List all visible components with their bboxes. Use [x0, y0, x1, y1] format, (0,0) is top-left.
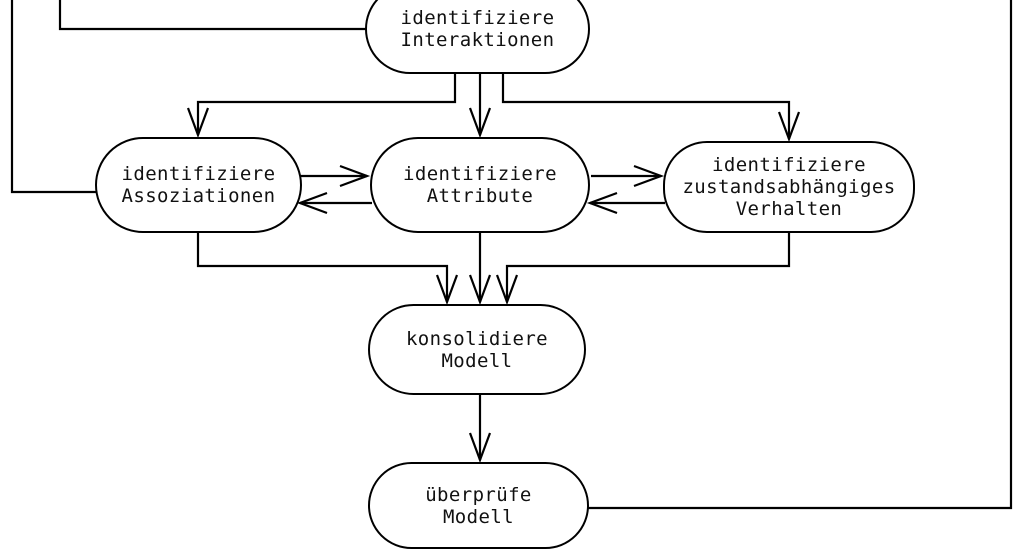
node-label-line: identifiziere: [121, 163, 276, 185]
node-label-line: identifiziere: [712, 154, 866, 176]
node-label-line: identifiziere: [403, 163, 557, 185]
edge-interaktionen-assoziationen: [186, 73, 457, 139]
node-label-line: konsolidiere: [405, 327, 549, 350]
node-label-line: identifiziere: [400, 7, 555, 29]
edge-loop-from-ueberpruefe: [588, 0, 1013, 510]
edge-loop-into-interaktionen: [58, 0, 372, 31]
node-identifiziere-zustandsabhaengiges-verhalten: identifiziere zustandsabhängiges Verhalt…: [663, 141, 915, 233]
node-label-line: Interaktionen: [400, 29, 555, 51]
node-identifiziere-assoziationen: identifiziere Assoziationen: [95, 137, 302, 233]
node-ueberpruefe-modell: überprüfe Modell: [368, 462, 589, 549]
edge-interaktionen-verhalten: [501, 73, 801, 143]
edge-verhalten-konsolidiere: [495, 233, 791, 306]
node-label-line: Modell: [441, 349, 513, 372]
node-identifiziere-attribute: identifiziere Attribute: [370, 137, 590, 233]
node-label-line: Attribute: [426, 185, 534, 207]
edge-loop-into-assoziationen: [10, 0, 100, 194]
node-label-line: Assoziationen: [121, 185, 276, 207]
edge-assoziationen-konsolidiere: [196, 233, 459, 306]
node-label-line: Modell: [442, 505, 515, 528]
node-label-line: überprüfe: [425, 483, 532, 506]
node-label-line: zustandsabhängiges: [682, 176, 896, 198]
node-konsolidiere-modell: konsolidiere Modell: [368, 304, 586, 395]
node-identifiziere-interaktionen: identifiziere Interaktionen: [365, 0, 590, 74]
node-label-line: Verhalten: [735, 198, 843, 220]
